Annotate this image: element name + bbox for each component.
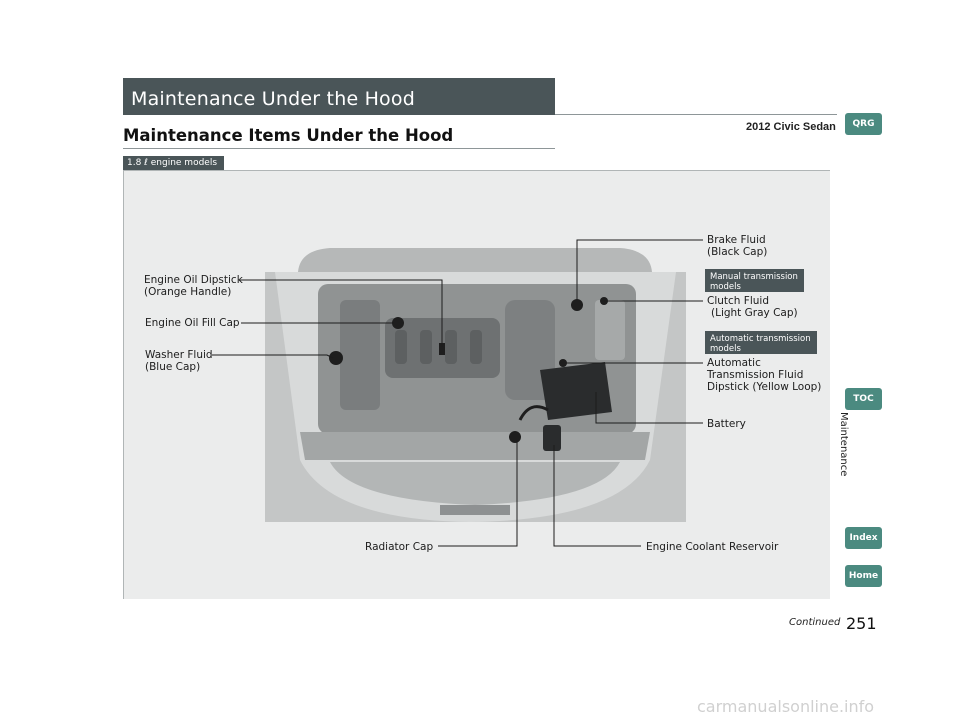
tag-manual-text: Manual transmission models bbox=[710, 272, 801, 292]
panel-border-top bbox=[123, 170, 830, 171]
oil-fill-cap bbox=[392, 317, 404, 329]
tag-manual-transmission bbox=[705, 269, 804, 292]
engine-tag: 1.8 ℓ engine models bbox=[123, 156, 224, 170]
label-brake-fluid: Brake Fluid (Black Cap) bbox=[707, 234, 769, 258]
home-tab[interactable]: Home bbox=[845, 565, 882, 587]
brake-fluid-cap bbox=[571, 299, 583, 311]
tag-automatic-text: Automatic transmission models bbox=[710, 334, 813, 354]
tag-automatic-transmission bbox=[705, 331, 817, 354]
leader-lines bbox=[212, 239, 703, 547]
label-atf-dipstick: Automatic Transmission Fluid Dipstick (Y… bbox=[706, 357, 821, 393]
index-tab[interactable]: Index bbox=[845, 527, 882, 549]
label-radiator-cap: Radiator Cap bbox=[365, 541, 433, 553]
label-engine-oil-fill-cap: Engine Oil Fill Cap bbox=[145, 317, 240, 329]
label-engine-oil-dipstick: Engine Oil Dipstick (Orange Handle) bbox=[144, 274, 246, 298]
engine-bay-illustration bbox=[265, 248, 686, 522]
label-coolant-reservoir: Engine Coolant Reservoir bbox=[646, 541, 779, 553]
qrg-tab[interactable]: QRG bbox=[845, 113, 882, 135]
panel-border-left bbox=[123, 171, 124, 599]
washer-fluid-cap bbox=[329, 351, 343, 365]
section-title-bar: Maintenance Under the Hood bbox=[123, 78, 555, 115]
toc-tab[interactable]: TOC bbox=[845, 388, 882, 410]
page-heading: Maintenance Items Under the Hood bbox=[123, 126, 454, 145]
label-clutch-fluid: Clutch Fluid (Light Gray Cap) bbox=[707, 295, 798, 319]
model-label: 2012 Civic Sedan bbox=[746, 121, 836, 133]
heading-rule bbox=[123, 148, 555, 149]
atf-dipstick-loop bbox=[559, 359, 567, 367]
oil-dipstick-handle bbox=[439, 343, 445, 355]
section-title: Maintenance Under the Hood bbox=[131, 88, 415, 110]
label-washer-fluid: Washer Fluid (Blue Cap) bbox=[145, 349, 216, 373]
section-rule bbox=[555, 114, 837, 115]
continued-label: Continued bbox=[789, 617, 841, 628]
chapter-label: Maintenance bbox=[838, 412, 849, 477]
page-number: 251 bbox=[846, 614, 877, 633]
watermark: carmanualsonline.info bbox=[697, 697, 875, 716]
radiator-cap bbox=[509, 431, 521, 443]
label-battery: Battery bbox=[707, 418, 746, 430]
